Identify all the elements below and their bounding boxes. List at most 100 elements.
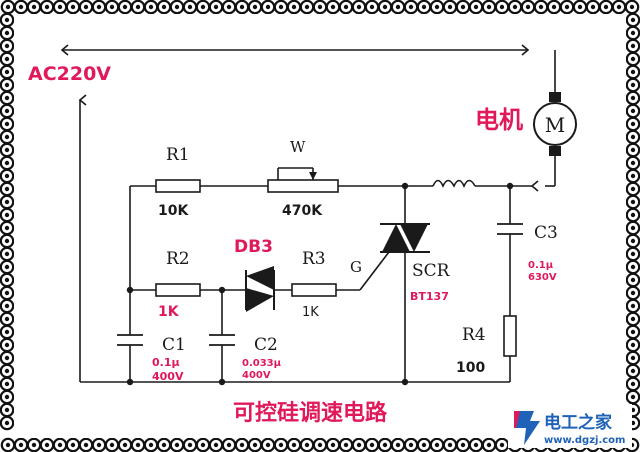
border-bead-core — [4, 420, 10, 426]
border-bead-core — [538, 4, 544, 10]
border-bead-core — [239, 4, 245, 10]
scr-name-label: SCR — [412, 261, 451, 281]
terminal-left-top-icon — [60, 44, 69, 56]
border-bead-core — [135, 442, 141, 448]
border-bead-core — [330, 4, 336, 10]
c3-name-label: C3 — [534, 223, 558, 243]
w-value-label: 470K — [282, 203, 323, 219]
border-bead-core — [304, 442, 310, 448]
border-bead-core — [4, 160, 10, 166]
resistor-r2-symbol — [155, 283, 201, 297]
resistor-r1-symbol — [155, 179, 201, 193]
border-bead-core — [630, 329, 636, 335]
border-bead-core — [486, 4, 492, 10]
border-bead-core — [630, 290, 636, 296]
border-bead-core — [630, 17, 636, 23]
border-bead-core — [525, 4, 531, 10]
border-bead-core — [630, 134, 636, 140]
border-bead-core — [252, 4, 258, 10]
border-bead-core — [4, 212, 10, 218]
db3-name-label: DB3 — [234, 237, 273, 257]
border-bead-core — [291, 442, 297, 448]
border-bead-core — [174, 442, 180, 448]
border-bead-core — [630, 303, 636, 309]
border-bead-core — [630, 69, 636, 75]
border-bead-core — [4, 368, 10, 374]
border-bead-core — [4, 108, 10, 114]
terminal-left-bottom-icon — [78, 94, 87, 106]
r1-name-label: R1 — [166, 145, 190, 165]
border-bead-core — [630, 199, 636, 205]
r1-value-label: 10K — [158, 203, 189, 219]
border-bead-core — [4, 316, 10, 322]
diac-db3-symbol — [245, 266, 275, 312]
power-source-label: AC220V — [28, 63, 111, 85]
border-bead-core — [356, 4, 362, 10]
border-bead-core — [434, 442, 440, 448]
border-bead-core — [18, 442, 24, 448]
c1-name-label: C1 — [162, 335, 186, 355]
terminal-markers — [60, 44, 539, 192]
border-bead-core — [4, 173, 10, 179]
border-bead-core — [460, 4, 466, 10]
border-bead-core — [630, 264, 636, 270]
border-bead-core — [630, 121, 636, 127]
r4-value-label: 100 — [456, 360, 485, 376]
border-bead-core — [291, 4, 297, 10]
w-name-label: W — [290, 138, 306, 156]
border-bead-core — [4, 95, 10, 101]
border-bead-core — [4, 407, 10, 413]
border-bead-core — [252, 442, 258, 448]
border-bead-core — [70, 4, 76, 10]
r2-name-label: R2 — [166, 249, 190, 269]
border-bead-core — [265, 442, 271, 448]
border-bead-core — [630, 342, 636, 348]
inductor-coil-symbol — [432, 179, 476, 188]
c1-voltage-label: 400V — [152, 370, 184, 383]
border-bead-core — [4, 17, 10, 23]
border-bead-core — [434, 4, 440, 10]
site-watermark: 电工之家 www.dgzj.com — [508, 404, 632, 448]
border-bead-core — [83, 4, 89, 10]
border-bead-core — [174, 4, 180, 10]
capacitor-c3-symbol — [497, 223, 523, 235]
brand-logo-icon — [514, 411, 540, 445]
border-bead-core — [330, 442, 336, 448]
border-bead-core — [187, 442, 193, 448]
border-bead-core — [616, 4, 622, 10]
border-bead-core — [226, 442, 232, 448]
border-bead-core — [135, 4, 141, 10]
potentiometer-arrow-icon — [309, 172, 317, 180]
border-bead-core — [187, 4, 193, 10]
capacitor-c2-symbol — [209, 334, 235, 346]
c2-value-label: 0.033μ — [242, 358, 282, 369]
border-bead-core — [603, 4, 609, 10]
watermark-url: www.dgzj.com — [544, 435, 625, 446]
border-bead-core — [148, 4, 154, 10]
border-bead-core — [4, 355, 10, 361]
border-bead-core — [499, 4, 505, 10]
border-bead-core — [630, 316, 636, 322]
border-bead-core — [4, 43, 10, 49]
r3-value-label: 1K — [302, 305, 319, 320]
border-bead-core — [486, 442, 492, 448]
border-bead-core — [630, 212, 636, 218]
c3-value-label: 0.1μ — [528, 260, 554, 271]
border-bead-core — [18, 4, 24, 10]
border-bead-core — [630, 277, 636, 283]
border-bead-core — [630, 355, 636, 361]
border-bead-core — [278, 442, 284, 448]
border-bead-core — [122, 4, 128, 10]
r4-name-label: R4 — [462, 325, 486, 345]
border-bead-core — [317, 442, 323, 448]
border-bead-core — [83, 442, 89, 448]
border-bead-core — [382, 442, 388, 448]
border-bead-core — [395, 4, 401, 10]
border-bead-core — [96, 4, 102, 10]
border-bead-core — [630, 82, 636, 88]
border-bead-core — [395, 442, 401, 448]
border-bead-core — [499, 442, 505, 448]
border-bead-core — [356, 442, 362, 448]
potentiometer-w-symbol — [267, 179, 339, 193]
